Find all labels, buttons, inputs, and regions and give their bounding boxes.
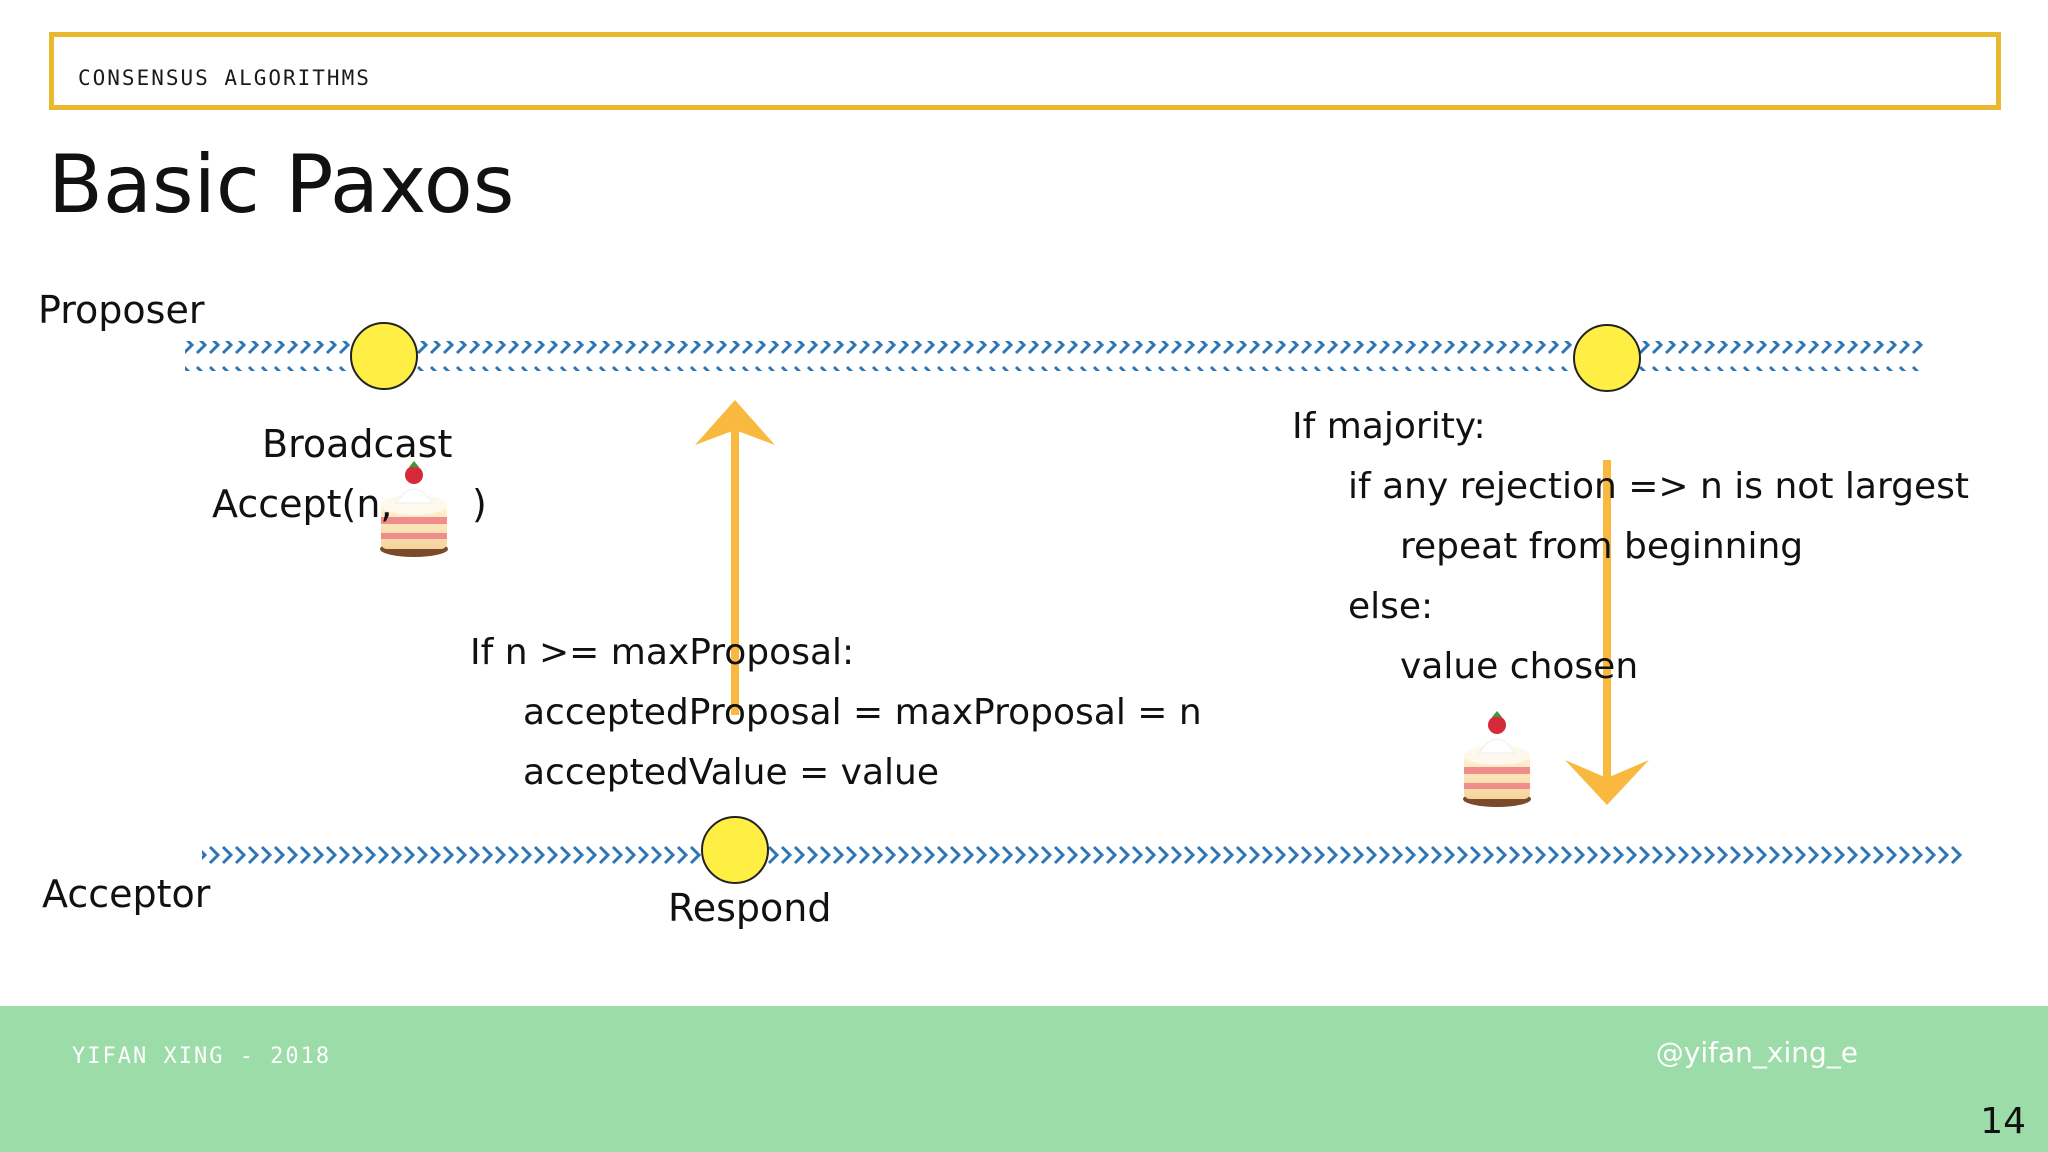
cake-icon <box>1463 711 1531 807</box>
response-up-arrow <box>695 400 775 715</box>
cake-icon <box>380 461 448 557</box>
proposer-broadcast-dot <box>350 322 418 390</box>
acceptor-action-proposal: acceptedProposal = maxProposal = n <box>523 692 1202 733</box>
accept-message-prefix: Accept(n, <box>212 482 393 526</box>
broadcast-label: Broadcast <box>262 422 453 466</box>
footer-handle: @yifan_xing_e <box>1655 1036 1858 1069</box>
decision-value-chosen: value chosen <box>1400 646 1639 687</box>
respond-label: Respond <box>668 886 832 930</box>
page-title: Basic Paxos <box>48 138 515 231</box>
decision-down-arrow <box>1565 460 1649 805</box>
footer-author: YIFAN XING - 2018 <box>72 1044 332 1069</box>
accept-message-suffix: ) <box>472 482 487 526</box>
acceptor-respond-dot <box>701 816 769 884</box>
footer-bar: YIFAN XING - 2018 @yifan_xing_e 14 <box>0 1006 2048 1152</box>
decision-rejection: if any rejection => n is not largest <box>1348 466 1969 507</box>
proposer-lane-label: Proposer <box>38 288 205 332</box>
proposer-timeline <box>185 341 1925 371</box>
decision-else: else: <box>1348 586 1434 627</box>
decision-repeat: repeat from beginning <box>1400 526 1804 567</box>
section-header-box: CONSENSUS ALGORITHMS <box>49 32 2001 110</box>
acceptor-action-value: acceptedValue = value <box>523 752 940 793</box>
acceptor-condition: If n >= maxProposal: <box>470 632 855 673</box>
section-label: CONSENSUS ALGORITHMS <box>78 66 371 90</box>
page-number: 14 <box>1980 1101 2026 1142</box>
acceptor-lane-label: Acceptor <box>42 872 211 916</box>
acceptor-timeline <box>202 837 1962 867</box>
proposer-decision-dot <box>1573 324 1641 392</box>
decision-majority: If majority: <box>1292 406 1486 447</box>
